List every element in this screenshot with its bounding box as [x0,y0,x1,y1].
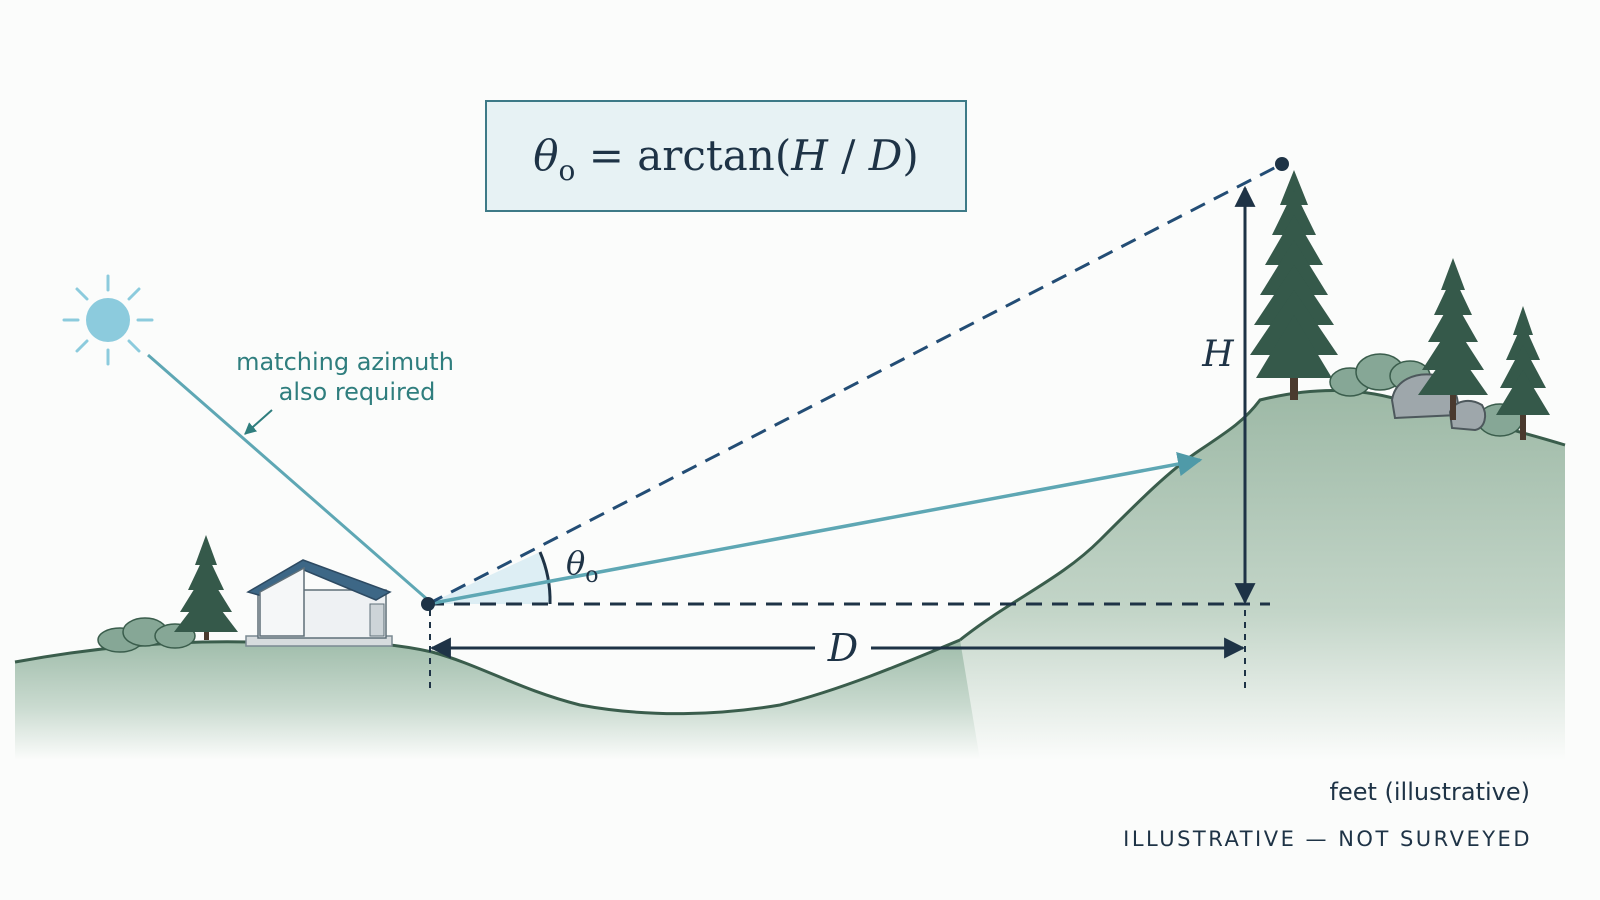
house [245,559,393,647]
azimuth-note-line2: also required [279,378,436,406]
ground [15,640,980,760]
observer-point [421,597,435,611]
sun-ray-line [147,353,429,602]
left-pine-tree [174,535,238,640]
formula-text: θo = arctan(H / D) [533,131,919,187]
slope-sight-line [427,452,1203,606]
tall-pine-tree [1250,170,1338,400]
angle-arc [538,551,552,605]
azimuth-note-arrow [244,409,273,435]
units-note: feet (illustrative) [1330,778,1531,806]
azimuth-note-line1: matching azimuth [236,348,454,376]
disclaimer: ILLUSTRATIVE — NOT SURVEYED [1123,827,1532,851]
distance-label: D [827,626,858,670]
right-pine-tree-1 [1418,258,1488,420]
sight-line-to-tree-top [427,162,1283,606]
tree-top-point [1275,157,1289,171]
right-hill [960,390,1565,760]
right-pine-tree-2 [1496,306,1550,440]
angle-wedge [428,552,551,604]
sun-icon [62,274,154,366]
left-bushes [97,617,196,653]
angle-label: θo [566,544,599,588]
rock-pile [1390,373,1487,432]
height-label: H [1201,334,1234,375]
formula-box: θo = arctan(H / D) [485,100,967,212]
